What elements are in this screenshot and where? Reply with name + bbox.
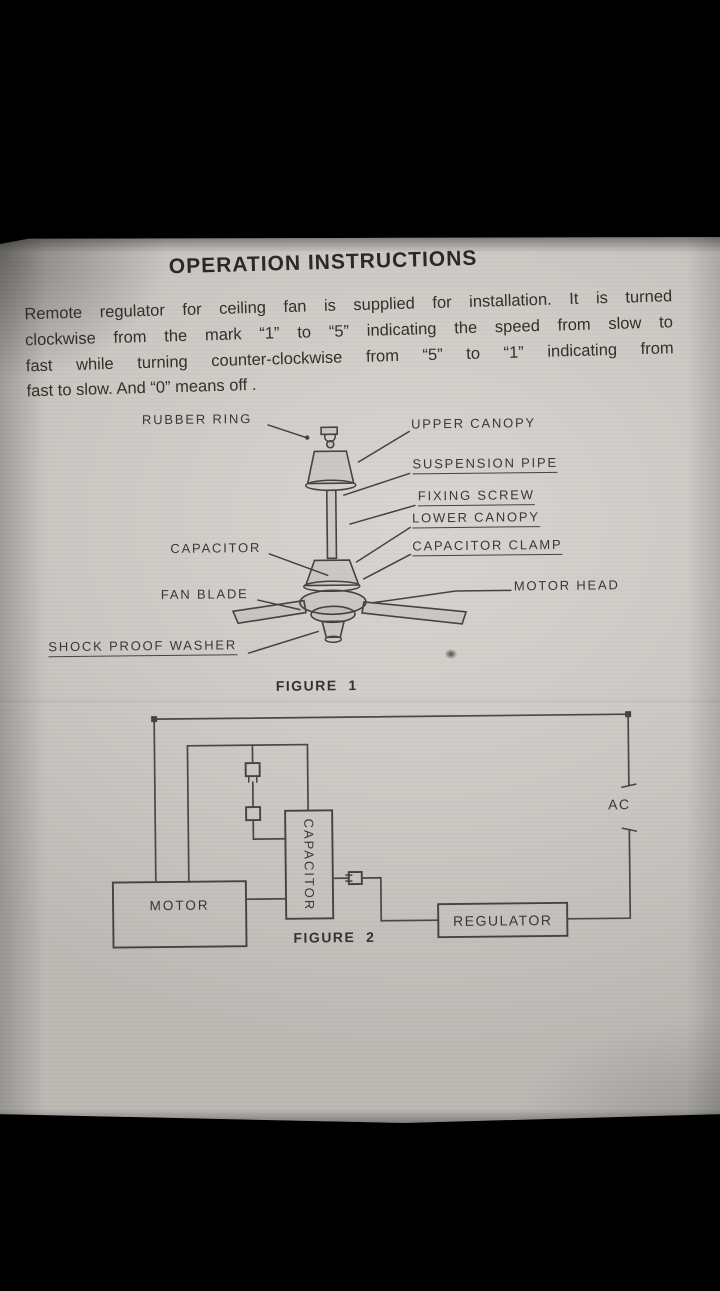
label-capacitor-fig2: CAPACITOR: [285, 810, 333, 918]
paper-sheet: [0, 237, 720, 1123]
figure1-leader-lines: [247, 424, 512, 654]
ceiling-fan-diagram: [231, 426, 468, 644]
label-rubber-ring: RUBBER RING: [141, 411, 253, 428]
label-upper-canopy: UPPER CANOPY: [410, 415, 537, 432]
label-ac-source: AC: [607, 796, 631, 813]
label-regulator: REGULATOR: [438, 903, 567, 937]
wiring-schematic: [111, 711, 638, 949]
label-capacitor-clamp: CAPACITOR CLAMP: [412, 536, 563, 557]
label-fan-blade: FAN BLADE: [160, 586, 249, 603]
label-capacitor-fig1: CAPACITOR: [170, 540, 262, 556]
capacitor-vertical-text: CAPACITOR: [301, 818, 318, 911]
regulator-text: REGULATOR: [453, 911, 553, 929]
label-lower-canopy: LOWER CANOPY: [411, 509, 540, 529]
label-motor-head: MOTOR HEAD: [513, 577, 620, 594]
label-suspension-pipe: SUSPENSION PIPE: [412, 454, 559, 475]
motor-text: MOTOR: [149, 897, 210, 914]
label-fixing-screw: FIXING SCREW: [417, 487, 535, 507]
figure2-caption: FIGURE 2: [293, 928, 376, 946]
label-shock-proof-washer: SHOCK PROOF WASHER: [48, 637, 238, 658]
label-motor: MOTOR: [113, 881, 247, 947]
paper-stain: [443, 647, 459, 661]
figure1-caption: FIGURE 1: [275, 677, 358, 694]
